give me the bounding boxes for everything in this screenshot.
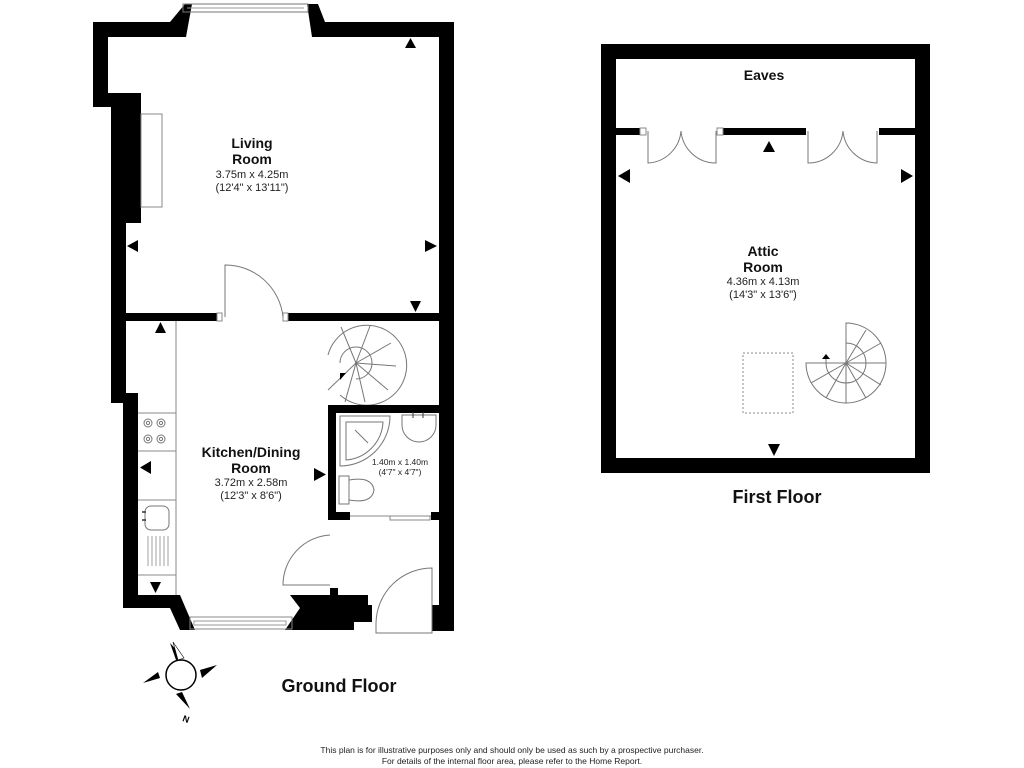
compass-rose-icon: N [143, 641, 217, 725]
wall [123, 595, 195, 630]
wall [285, 595, 372, 630]
view-arrow-icon [314, 468, 326, 481]
wall [328, 405, 454, 413]
interior-wall [125, 313, 217, 321]
drainer-icon [147, 536, 169, 566]
toilet-icon [338, 475, 375, 505]
room-dimensions-metric: 4.36m x 4.13m [727, 276, 800, 288]
room-dimensions-imperial: (4'7" x 4'7") [379, 467, 422, 477]
disclaimer-line: This plan is for illustrative purposes o… [320, 745, 704, 755]
kitchen-sink-icon [142, 505, 170, 531]
front-door-swing [375, 567, 433, 634]
wall [601, 44, 616, 473]
view-arrow-icon [155, 322, 166, 333]
wall [93, 22, 181, 37]
view-arrow-icon [618, 169, 630, 183]
bay-window [182, 3, 309, 13]
door-swing [282, 534, 331, 586]
spiral-staircase-icon [805, 322, 887, 404]
room-name: Attic [747, 243, 778, 259]
view-arrow-icon [425, 240, 437, 252]
room-dimensions-metric: 1.40m x 1.40m [372, 457, 428, 467]
view-arrow-icon [127, 240, 138, 252]
eaves-cupboard-doors [807, 130, 878, 164]
view-arrow-icon [405, 38, 416, 48]
door-swing [224, 264, 284, 318]
basin-icon [401, 412, 437, 443]
room-name: Room [743, 259, 783, 275]
room-dimensions-metric: 3.75m x 4.25m [216, 169, 289, 181]
shower-tray-icon [339, 415, 391, 467]
room-dimensions-imperial: (12'4" x 13'11") [216, 182, 289, 194]
room-name: Kitchen/Dining [202, 444, 301, 460]
view-arrow-icon [150, 582, 161, 593]
view-arrow-icon [763, 141, 775, 152]
floor-title: First Floor [733, 487, 822, 507]
view-arrow-icon [140, 461, 151, 474]
wall [915, 44, 930, 473]
view-arrow-icon [901, 169, 913, 183]
wall [93, 22, 108, 107]
room-name: Room [232, 151, 272, 167]
eaves-cupboard-doors [647, 130, 717, 164]
floor-title: Ground Floor [282, 676, 397, 696]
view-arrow-icon [768, 444, 780, 456]
disclaimer-line: For details of the internal floor area, … [381, 756, 643, 766]
skylight-outline [742, 352, 794, 414]
wall [439, 22, 454, 617]
spiral-staircase-icon [327, 324, 408, 406]
room-name: Living [231, 135, 272, 151]
ground-floor-plan: Living Room 3.75m x 4.25m (12'4" x 13'11… [93, 3, 454, 725]
fireplace-hearth [140, 113, 163, 208]
room-name: Room [231, 460, 271, 476]
wall [601, 458, 930, 473]
wall [307, 4, 440, 37]
room-dimensions-metric: 3.72m x 2.58m [215, 477, 288, 489]
interior-wall [723, 128, 806, 135]
wall [601, 44, 930, 59]
bay-window [189, 616, 293, 630]
eaves-label: Eaves [744, 67, 785, 83]
view-arrow-icon [410, 301, 421, 312]
compass-north-label: N [181, 713, 191, 725]
room-dimensions-imperial: (14'3" x 13'6") [729, 289, 797, 301]
first-floor-plan: Eaves Attic Room 4.36m x 4.13m (14'3" x … [601, 44, 930, 507]
room-dimensions-imperial: (12'3" x 8'6") [220, 490, 282, 502]
hob-icon [143, 418, 166, 444]
wall [170, 4, 192, 37]
